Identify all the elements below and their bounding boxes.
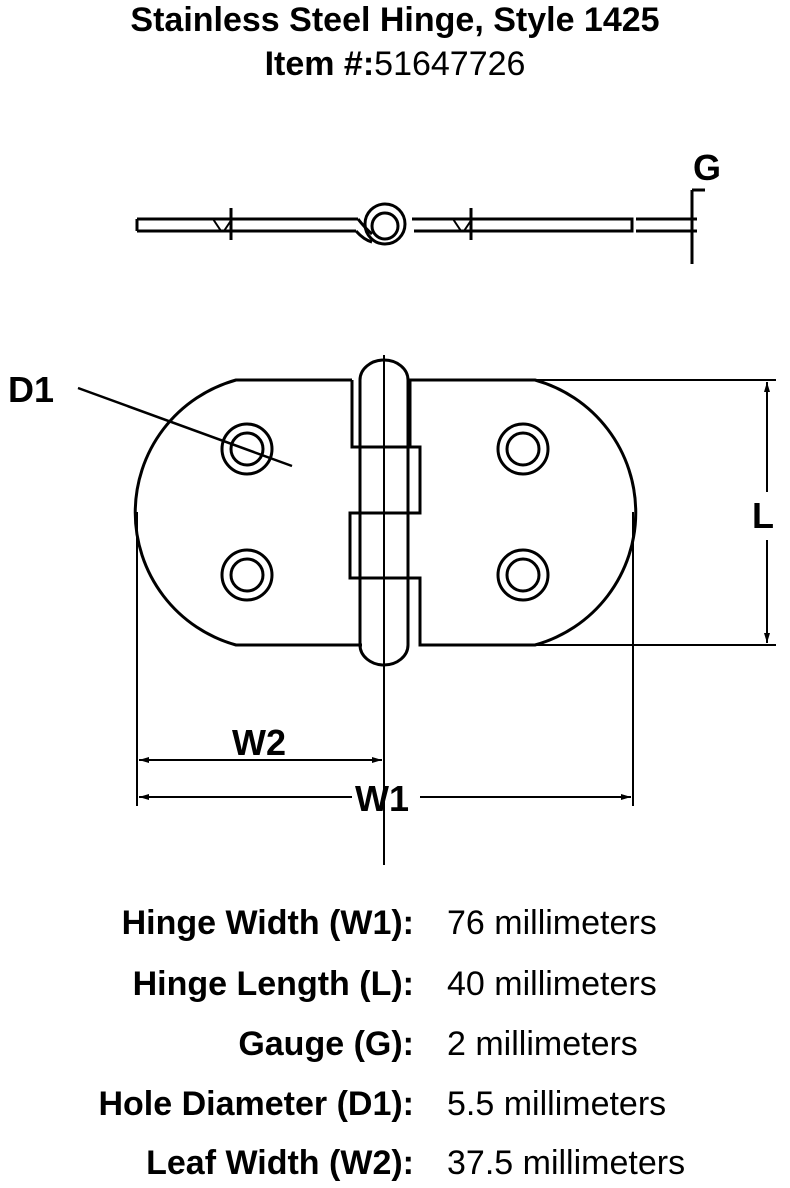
item-label: Item #: [264, 45, 375, 83]
label-g: G [693, 147, 721, 188]
spec-value: 76 millimeters [447, 904, 657, 942]
spec-row: Hole Diameter (D1): 5.5 millimeters [0, 1079, 790, 1129]
spec-label: Hinge Width (W1): [121, 904, 414, 942]
label-d1: D1 [8, 369, 54, 410]
spec-row: Hinge Width (W1): 76 millimeters [0, 898, 790, 948]
label-l: L [752, 495, 774, 536]
spec-row: Gauge (G): 2 millimeters [0, 1019, 790, 1069]
spec-label: Hinge Length (L): [132, 965, 414, 1003]
hinge-pin [358, 358, 410, 667]
right-leaf [348, 378, 638, 647]
dimension-lines [136, 379, 776, 806]
hinge-top-view [77, 355, 638, 865]
left-leaf [133, 378, 362, 647]
label-w2: W2 [232, 722, 286, 763]
spec-label: Leaf Width (W2): [146, 1144, 414, 1182]
page-title: Stainless Steel Hinge, Style 1425 [130, 1, 660, 39]
spec-row: Hinge Length (L): 40 millimeters [0, 959, 790, 1009]
item-number-line: Item #:51647726 [0, 44, 790, 84]
spec-value: 2 millimeters [447, 1025, 638, 1063]
screw-holes [220, 422, 550, 602]
spec-value: 5.5 millimeters [447, 1085, 667, 1123]
side-view [135, 188, 705, 264]
spec-row: Leaf Width (W2): 37.5 millimeters [0, 1138, 790, 1188]
d1-leader-line [77, 386, 293, 468]
spec-label: Hole Diameter (D1): [98, 1085, 414, 1123]
spec-label: Gauge (G): [238, 1025, 414, 1063]
spec-value: 37.5 millimeters [447, 1144, 686, 1182]
item-number: 51647726 [374, 45, 526, 83]
spec-value: 40 millimeters [447, 965, 657, 1003]
label-w1: W1 [355, 778, 409, 819]
